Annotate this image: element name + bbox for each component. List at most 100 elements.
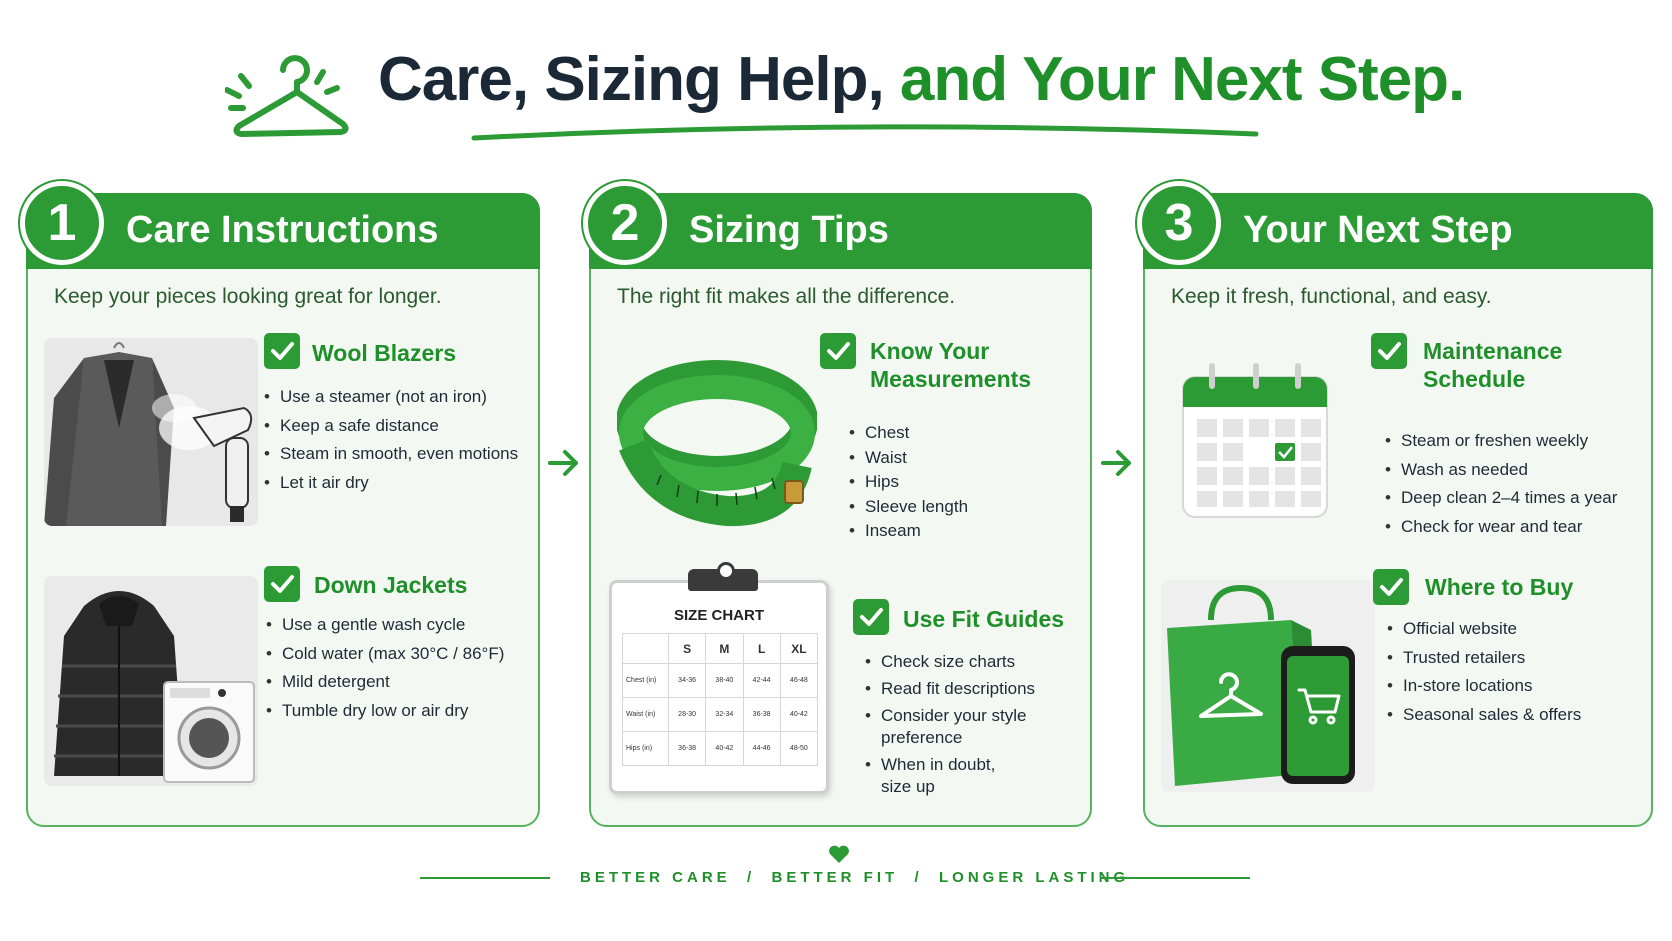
footer-divider-left xyxy=(420,877,550,879)
card-subtitle: Keep it fresh, functional, and easy. xyxy=(1171,285,1492,308)
table-cell: Chest (in) xyxy=(622,663,669,698)
item-title-down-jackets: Down Jackets xyxy=(314,572,468,598)
list-item: Keep a safe distance xyxy=(264,412,518,441)
list-item: Use a steamer (not an iron) xyxy=(264,383,518,412)
list-item: Wash as needed xyxy=(1385,456,1617,485)
list-item: Sleeve length xyxy=(849,495,968,520)
card-sizing-tips: 2 Sizing Tips The right fit makes all th… xyxy=(583,181,1092,827)
list-item: Use a gentle wash cycle xyxy=(266,611,504,640)
item-title-line: Know Your xyxy=(870,338,990,364)
table-cell: 48-50 xyxy=(779,731,819,766)
table-cell: 36-38 xyxy=(742,697,781,732)
step-number-badge: 3 xyxy=(1137,181,1221,265)
table-cell: 44-46 xyxy=(742,731,781,766)
item-title-wool-blazers: Wool Blazers xyxy=(312,340,456,366)
table-cell: 46-48 xyxy=(779,663,819,698)
shopping-bag-phone-photo xyxy=(1161,580,1375,792)
list-item: Mild detergent xyxy=(266,668,504,697)
header: Care, Sizing Help, and Your Next Step. xyxy=(0,0,1672,160)
table-cell: 36-38 xyxy=(667,731,707,766)
check-icon xyxy=(1373,569,1409,605)
table-cell: Waist (in) xyxy=(622,697,669,732)
check-icon xyxy=(820,333,856,369)
list-item: Seasonal sales & offers xyxy=(1387,701,1581,730)
item-title-maintenance-schedule: Maintenance Schedule xyxy=(1423,337,1562,393)
card-header: 3 Your Next Step xyxy=(1137,181,1653,269)
list-item: Steam or freshen weekly xyxy=(1385,427,1617,456)
bullet-list: Use a gentle wash cycle Cold water (max … xyxy=(266,611,504,725)
item-title-line: Schedule xyxy=(1423,366,1526,392)
size-chart-title: SIZE CHART xyxy=(674,607,764,624)
list-item: Chest xyxy=(849,421,968,446)
blazer-steamer-photo xyxy=(44,338,258,526)
card-header: 1 Care Instructions xyxy=(20,181,540,269)
list-item: Consider your style preference xyxy=(865,705,1045,749)
item-title-line: Measurements xyxy=(870,366,1032,392)
check-icon xyxy=(264,333,300,369)
step-number-badge: 2 xyxy=(583,181,667,265)
bullet-list: Steam or freshen weekly Wash as needed D… xyxy=(1385,427,1617,541)
card-title: Care Instructions xyxy=(126,209,439,251)
arrow-right-icon xyxy=(548,450,578,476)
item-title-where-to-buy: Where to Buy xyxy=(1425,574,1574,600)
clipboard-clip-icon xyxy=(688,562,758,591)
item-title-know-your-measurements: Know Your Measurements xyxy=(870,337,1031,393)
list-item: In-store locations xyxy=(1387,672,1581,701)
bullet-list: Use a steamer (not an iron) Keep a safe … xyxy=(264,383,518,497)
check-icon xyxy=(264,566,300,602)
item-title-line: Maintenance xyxy=(1423,338,1563,364)
table-cell: 40-42 xyxy=(705,731,744,766)
table-cell: 38-40 xyxy=(705,663,744,698)
table-row: Chest (in) 34-36 38-40 42-44 46-48 xyxy=(622,663,819,698)
heart-icon xyxy=(829,845,849,863)
size-chart-table: S M L XL Chest (in) 34-36 38-40 42-44 46… xyxy=(622,633,819,766)
table-cell: 40-42 xyxy=(779,697,819,732)
step-number-badge: 1 xyxy=(20,181,104,265)
list-item: When in doubt, size up xyxy=(865,754,1005,798)
list-item: Hips xyxy=(849,470,968,495)
bullet-list: Official website Trusted retailers In-st… xyxy=(1387,615,1581,729)
table-cell: Hips (in) xyxy=(622,731,669,766)
measuring-tape-photo xyxy=(617,360,817,527)
list-item: Steam in smooth, even motions xyxy=(264,440,518,469)
card-header: 2 Sizing Tips xyxy=(583,181,1092,269)
table-cell: 34-36 xyxy=(667,663,707,698)
title-green: and Your Next Step. xyxy=(899,45,1465,114)
list-item: Deep clean 2–4 times a year xyxy=(1385,484,1617,513)
footer-tagline: BETTER CARE / BETTER FIT / LONGER LASTIN… xyxy=(580,869,1130,886)
card-care-instructions: 1 Care Instructions Keep your pieces loo… xyxy=(20,181,540,827)
table-cell: 32-34 xyxy=(705,697,744,732)
title-dark: Care, Sizing Help, xyxy=(378,45,885,114)
list-item: Tumble dry low or air dry xyxy=(266,697,504,726)
footer-divider-right xyxy=(1100,877,1250,879)
table-header: S xyxy=(667,633,707,664)
card-subtitle: The right fit makes all the difference. xyxy=(617,285,956,308)
bullet-list: Check size charts Read fit descriptions … xyxy=(865,651,1065,803)
title-underline xyxy=(471,124,1259,141)
check-icon xyxy=(1371,333,1407,369)
table-header: M xyxy=(705,633,744,664)
table-header: XL xyxy=(779,633,819,664)
list-item: Check size charts xyxy=(865,651,1065,673)
card-subtitle: Keep your pieces looking great for longe… xyxy=(54,285,442,308)
card-your-next-step: 3 Your Next Step Keep it fresh, function… xyxy=(1137,181,1653,827)
table-row: Hips (in) 36-38 40-42 44-46 48-50 xyxy=(622,731,819,766)
table-cell: 42-44 xyxy=(742,663,781,698)
table-header: L xyxy=(742,633,781,664)
bullet-list: Chest Waist Hips Sleeve length Inseam xyxy=(849,421,968,544)
check-icon xyxy=(853,599,889,635)
list-item: Cold water (max 30°C / 86°F) xyxy=(266,640,504,669)
table-cell: 28-30 xyxy=(667,697,707,732)
size-chart-clipboard: SIZE CHART S M L XL Chest (in) 34-36 38-… xyxy=(609,562,829,794)
calendar-icon xyxy=(1182,363,1328,518)
table-header xyxy=(622,633,669,664)
table-row: Waist (in) 28-30 32-34 36-38 40-42 xyxy=(622,697,819,732)
list-item: Official website xyxy=(1387,615,1581,644)
hanger-icon xyxy=(225,55,349,137)
list-item: Read fit descriptions xyxy=(865,678,1065,700)
jacket-washer-photo xyxy=(44,576,258,786)
item-title-use-fit-guides: Use Fit Guides xyxy=(903,606,1065,632)
card-title: Your Next Step xyxy=(1243,209,1513,251)
list-item: Check for wear and tear xyxy=(1385,513,1617,542)
table-header-row: S M L XL xyxy=(622,633,819,664)
